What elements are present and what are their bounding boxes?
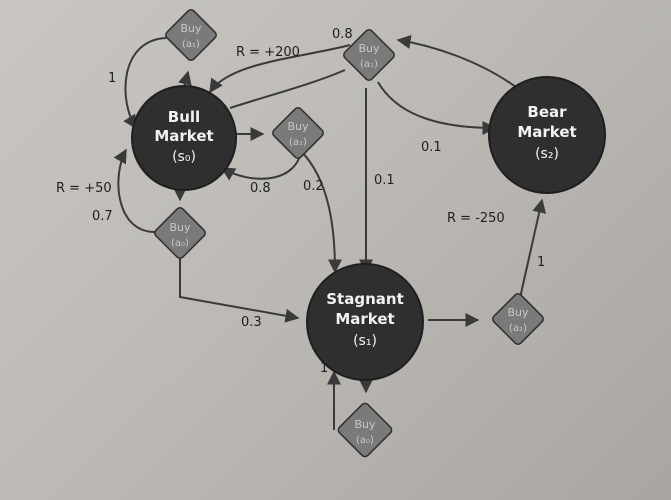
edge-a1-mid-to-bear xyxy=(377,81,497,135)
state-name-line1: Stagnant xyxy=(326,290,403,308)
action-buy-label: Buy xyxy=(358,42,380,55)
edge-bull-to-a1-mid xyxy=(229,69,346,109)
action-buy-a2-stagnant: Buy (a₂) xyxy=(492,293,544,345)
label-p-stagnant-a0-self: 1 xyxy=(320,361,328,376)
label-p-a0-to-bull: 0.7 xyxy=(92,209,113,224)
label-reward-bull-a1: R = +200 xyxy=(236,45,300,60)
edge-a1-mid-to-bear-top xyxy=(396,35,521,91)
label-p-a0-to-stagnant: 0.3 xyxy=(241,315,262,330)
label-p-a2-to-bull: 0.8 xyxy=(250,181,271,196)
state-id: (s₁) xyxy=(353,333,377,349)
action-buy-label: Buy xyxy=(180,22,202,35)
action-buy-label: Buy xyxy=(354,418,376,431)
action-id-label: (a₂) xyxy=(289,137,307,148)
action-id-label: (a₁) xyxy=(360,59,378,70)
label-p-a1-to-bear: 0.1 xyxy=(421,140,442,155)
label-reward-bull-a0: R = +50 xyxy=(56,181,112,196)
edge-a2-to-stagnant xyxy=(299,149,342,274)
action-buy-a2-bull: Buy (a₂) xyxy=(272,107,324,159)
action-buy-label: Buy xyxy=(169,221,191,234)
edge-a0-to-bull xyxy=(113,148,156,233)
edges xyxy=(113,35,547,430)
action-buy-a0-bull: Buy (a₀) xyxy=(154,207,206,259)
action-id-label: (a₀) xyxy=(171,238,189,249)
label-p-a1-to-stagnant: 0.1 xyxy=(374,173,395,188)
action-buy-a1-left: Buy (a₁) xyxy=(165,9,217,61)
action-buy-label: Buy xyxy=(287,120,309,133)
edge-a1-mid-to-bull xyxy=(209,44,351,94)
edge-a2s-to-bear xyxy=(519,198,547,299)
state-id: (s₀) xyxy=(172,149,196,165)
action-id-label: (a₂) xyxy=(509,323,527,334)
action-buy-a1-mid: Buy (a₁) xyxy=(343,29,395,81)
state-name-line2: Market xyxy=(517,123,576,141)
state-name-line1: Bull xyxy=(168,108,200,126)
action-id-label: (a₀) xyxy=(356,435,374,446)
label-p-bull-a1-self: 1 xyxy=(108,71,116,86)
action-id-label: (a₁) xyxy=(182,39,200,50)
state-name-line2: Market xyxy=(335,310,394,328)
action-buy-label: Buy xyxy=(507,306,529,319)
edge-labels: 1 R = +200 0.8 0.1 0.1 0.8 0.2 R = +50 0… xyxy=(56,27,545,376)
state-name-line1: Bear xyxy=(527,103,567,121)
edge-a0-to-stagnant xyxy=(179,256,300,323)
state-name-line2: Market xyxy=(154,127,213,145)
label-p-top-a1-to-bull: 0.8 xyxy=(332,27,353,42)
state-bear-market: Bear Market (s₂) xyxy=(488,76,606,194)
action-buy-a0-stagnant: Buy (a₀) xyxy=(337,402,393,458)
state-stagnant-market: Stagnant Market (s₁) xyxy=(306,263,424,381)
edge-a1-left-to-bull xyxy=(123,37,167,130)
label-p-a2-to-stagnant: 0.2 xyxy=(303,179,324,194)
label-p-stagnant-a2-to-bear: 1 xyxy=(537,255,545,270)
state-bull-market: Bull Market (s₀) xyxy=(131,85,237,191)
label-reward-stagnant-a2: R = -250 xyxy=(447,211,505,226)
state-id: (s₂) xyxy=(535,146,559,162)
